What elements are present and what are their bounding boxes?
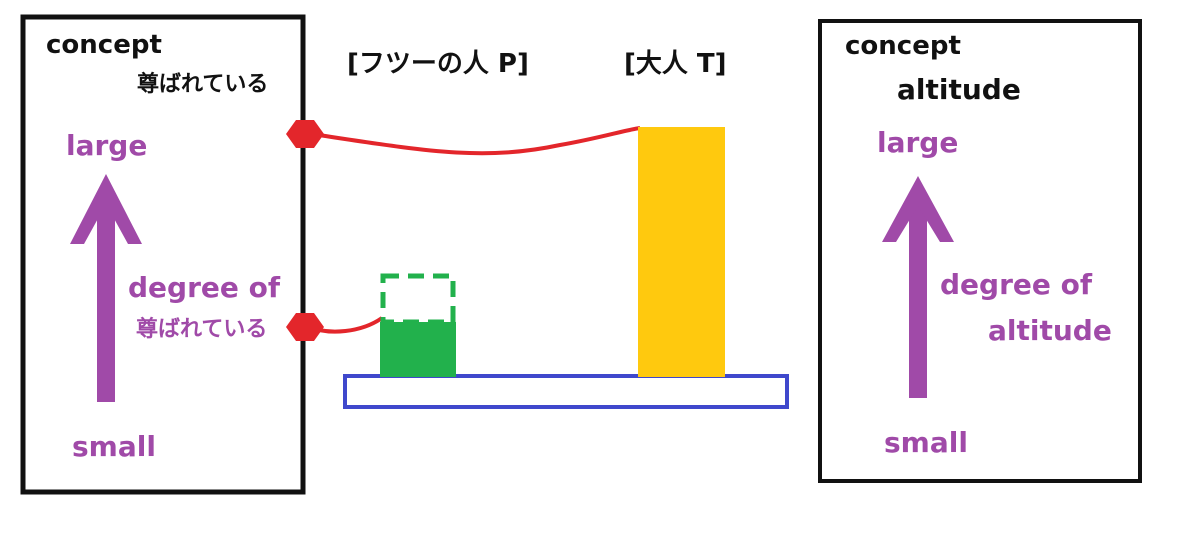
person-t-label: [大人 T]	[624, 49, 727, 79]
person-t-bar	[638, 127, 725, 377]
right-top-label: large	[877, 126, 958, 159]
person-p-bar	[380, 322, 456, 377]
left-bottom-label: small	[72, 430, 156, 463]
right-up-arrow-icon	[882, 176, 954, 398]
left-top-label: large	[66, 129, 147, 162]
bottom-connector-hexagon-icon	[286, 313, 324, 341]
left-up-arrow-icon	[70, 174, 142, 402]
left-concept-frame	[20, 14, 306, 495]
left-axis-label-line1: degree of	[128, 271, 281, 304]
right-panel-heading: concept	[845, 31, 961, 61]
right-concept-frame	[818, 19, 1142, 483]
top-connector-hexagon-icon	[286, 120, 324, 148]
right-axis-label-line2: altitude	[988, 314, 1112, 347]
right-axis-label-line1: degree of	[940, 268, 1093, 301]
left-concept-name: 尊ばれている	[137, 71, 268, 97]
person-p-potential-outline	[380, 273, 456, 325]
right-concept-name: altitude	[897, 73, 1021, 106]
left-panel-heading: concept	[46, 30, 162, 60]
right-bottom-label: small	[884, 426, 968, 459]
person-p-label: [フツーの人 P]	[347, 49, 529, 79]
base-platform	[343, 374, 789, 409]
left-axis-label-line2: 尊ばれている	[136, 316, 267, 342]
connector-top-line	[304, 126, 641, 156]
